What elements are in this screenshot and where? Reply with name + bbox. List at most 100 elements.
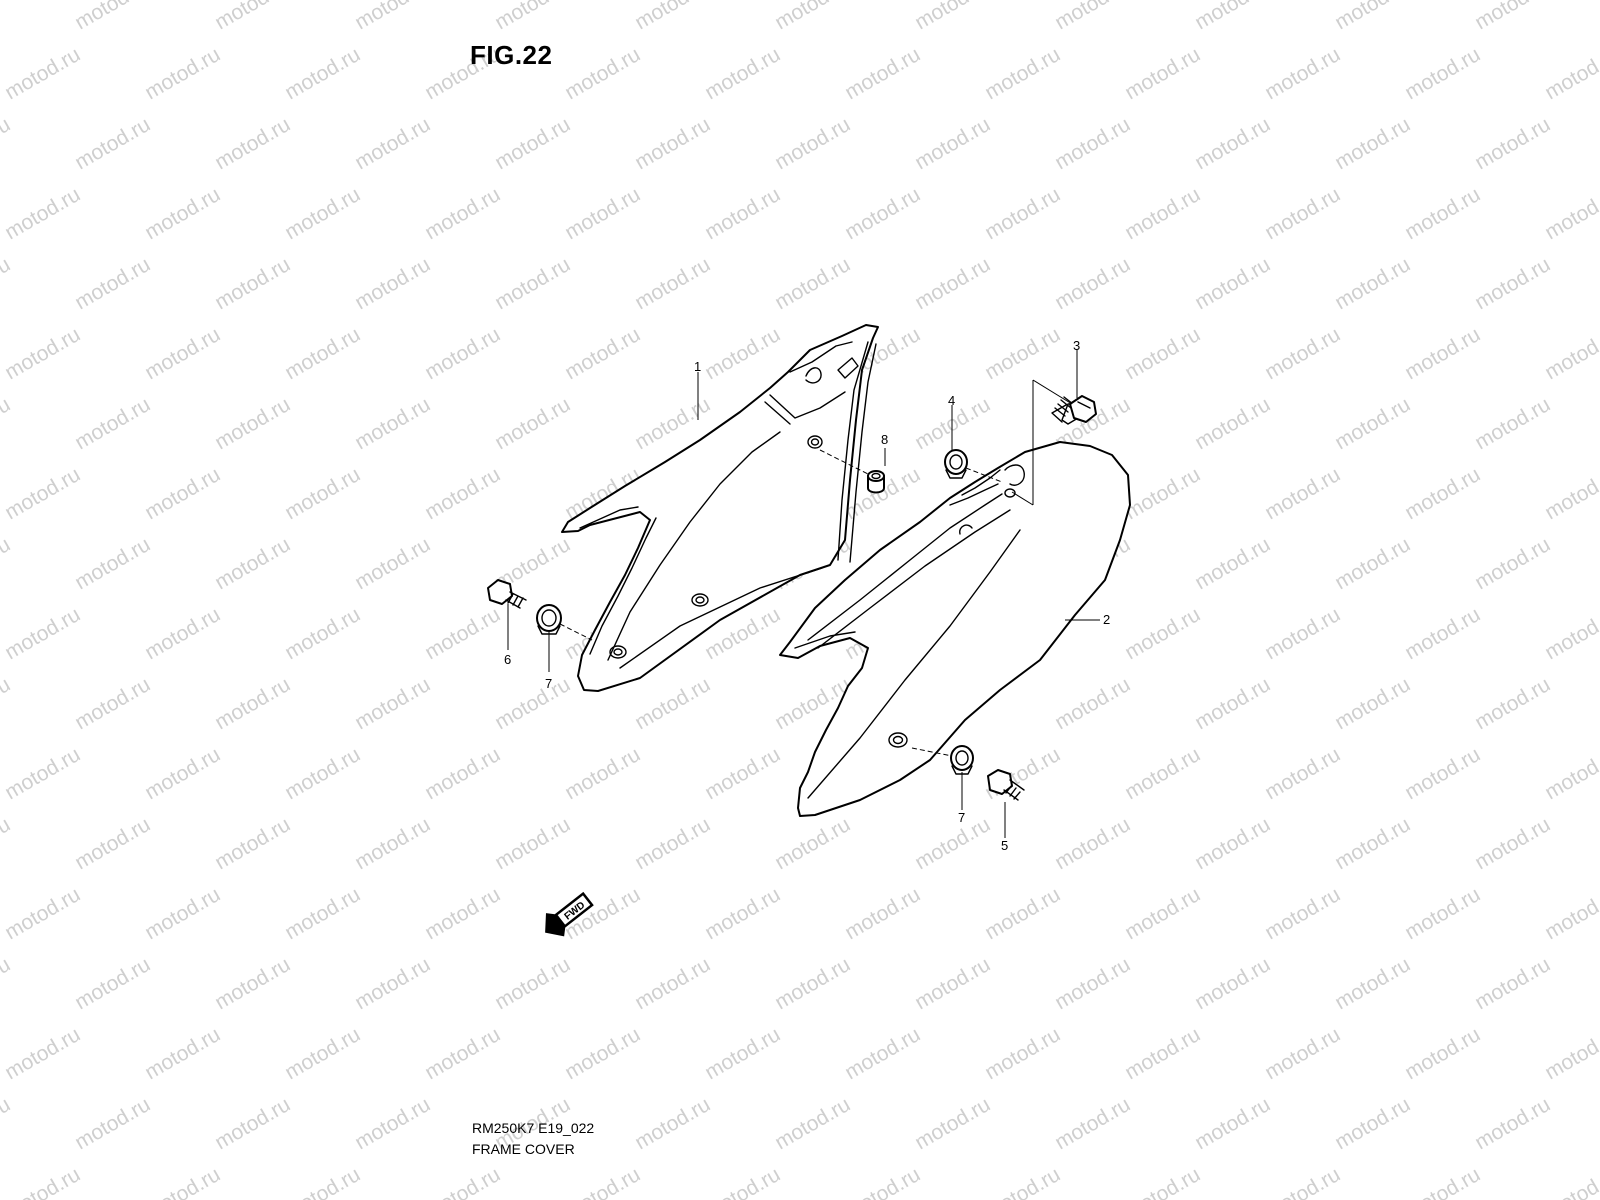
watermark-text: motod.ru xyxy=(771,813,854,874)
watermark-text: motod.ru xyxy=(1121,463,1204,524)
watermark-text: motod.ru xyxy=(1471,113,1554,174)
watermark-text: motod.ru xyxy=(1121,323,1204,384)
watermark-text: motod.ru xyxy=(141,323,224,384)
watermark-text: motod.ru xyxy=(141,603,224,664)
watermark-text: motod.ru xyxy=(1471,673,1554,734)
watermark-text: motod.ru xyxy=(1401,183,1484,244)
watermark-text: motod.ru xyxy=(841,1023,924,1084)
watermark-text: motod.ru xyxy=(1331,1093,1414,1154)
watermark-text: motod.ru xyxy=(0,673,14,734)
part-4-grommet xyxy=(944,449,968,479)
part-2-right-side-cover xyxy=(779,441,1131,817)
watermark-text: motod.ru xyxy=(1261,1163,1344,1200)
watermark-text: motod.ru xyxy=(491,0,574,34)
watermark-text: motod.ru xyxy=(351,113,434,174)
watermark-text: motod.ru xyxy=(1,323,84,384)
watermark-text: motod.ru xyxy=(491,393,574,454)
watermark-text: motod.ru xyxy=(981,1023,1064,1084)
watermark-text: motod.ru xyxy=(211,0,294,34)
watermark-text: motod.ru xyxy=(1401,1023,1484,1084)
watermark-text: motod.ru xyxy=(351,533,434,594)
watermark-text: motod.ru xyxy=(1191,533,1274,594)
watermark-text: motod.ru xyxy=(0,393,14,454)
callout-3: 3 xyxy=(1073,338,1080,353)
watermark-text: motod.ru xyxy=(1,1023,84,1084)
watermark-text: motod.ru xyxy=(71,673,154,734)
watermark-text: motod.ru xyxy=(71,113,154,174)
watermark-text: motod.ru xyxy=(351,813,434,874)
watermark-text: motod.ru xyxy=(1121,1163,1204,1200)
watermark-text: motod.ru xyxy=(71,813,154,874)
watermark-text: motod.ru xyxy=(631,0,714,34)
watermark-text: motod.ru xyxy=(1471,953,1554,1014)
watermark-text: motod.ru xyxy=(141,883,224,944)
watermark-text: motod.ru xyxy=(1261,43,1344,104)
callout-2: 2 xyxy=(1103,612,1110,627)
watermark-text: motod.ru xyxy=(1401,603,1484,664)
assembly-lines xyxy=(559,379,1073,757)
watermark-text: motod.ru xyxy=(1051,813,1134,874)
watermark-text: motod.ru xyxy=(71,533,154,594)
watermark-text: motod.ru xyxy=(1191,0,1274,34)
watermark-text: motod.ru xyxy=(1331,953,1414,1014)
watermark-text: motod.ru xyxy=(1261,743,1344,804)
watermark-text: motod.ru xyxy=(211,813,294,874)
watermark-text: motod.ru xyxy=(141,43,224,104)
part-6-bolt xyxy=(487,579,527,609)
watermark-text: motod.ru xyxy=(911,813,994,874)
watermark-text: motod.ru xyxy=(491,253,574,314)
part-5-bolt xyxy=(987,769,1025,801)
watermark-text: motod.ru xyxy=(351,1093,434,1154)
part-3-bolt xyxy=(1051,395,1097,425)
watermark-text: motod.ru xyxy=(71,953,154,1014)
watermark-text: motod.ru xyxy=(1331,813,1414,874)
part-8-collar xyxy=(867,470,885,494)
watermark-text: motod.ru xyxy=(1331,393,1414,454)
watermark-text: motod.ru xyxy=(981,323,1064,384)
watermark-text: motod.ru xyxy=(1191,813,1274,874)
watermark-text: motod.ru xyxy=(211,953,294,1014)
watermark-text: motod.ru xyxy=(1191,953,1274,1014)
watermark-text: motod.ru xyxy=(1541,323,1600,384)
watermark-text: motod.ru xyxy=(281,183,364,244)
watermark-text: motod.ru xyxy=(701,183,784,244)
leader-lines xyxy=(507,350,1100,838)
watermark-text: motod.ru xyxy=(701,323,784,384)
watermark-text: motod.ru xyxy=(1,183,84,244)
watermark-text: motod.ru xyxy=(1401,43,1484,104)
watermark-text: motod.ru xyxy=(911,1093,994,1154)
watermark-text: motod.ru xyxy=(1,1163,84,1200)
watermark-text: motod.ru xyxy=(211,1093,294,1154)
watermark-text: motod.ru xyxy=(771,1093,854,1154)
watermark-text: motod.ru xyxy=(1331,0,1414,34)
watermark-text: motod.ru xyxy=(71,393,154,454)
watermark-text: motod.ru xyxy=(1401,1163,1484,1200)
watermark-text: motod.ru xyxy=(561,183,644,244)
watermark-text: motod.ru xyxy=(771,113,854,174)
watermark-text: motod.ru xyxy=(491,813,574,874)
watermark-text: motod.ru xyxy=(1471,393,1554,454)
watermark-text: motod.ru xyxy=(0,953,14,1014)
watermark-text: motod.ru xyxy=(0,113,14,174)
watermark-text: motod.ru xyxy=(1191,673,1274,734)
watermark-text: motod.ru xyxy=(1261,1023,1344,1084)
watermark-text: motod.ru xyxy=(351,253,434,314)
watermark-text: motod.ru xyxy=(701,743,784,804)
watermark-text: motod.ru xyxy=(911,113,994,174)
watermark-text: motod.ru xyxy=(1541,883,1600,944)
watermark-text: motod.ru xyxy=(1121,883,1204,944)
watermark-text: motod.ru xyxy=(1401,883,1484,944)
watermark-text: motod.ru xyxy=(1,43,84,104)
watermark-text: motod.ru xyxy=(911,253,994,314)
watermark-text: motod.ru xyxy=(981,1163,1064,1200)
watermark-text: motod.ru xyxy=(71,253,154,314)
watermark-text: motod.ru xyxy=(281,323,364,384)
watermark-text: motod.ru xyxy=(141,463,224,524)
watermark-text: motod.ru xyxy=(421,883,504,944)
watermark-text: motod.ru xyxy=(211,113,294,174)
watermark-text: motod.ru xyxy=(701,883,784,944)
watermark-text: motod.ru xyxy=(771,253,854,314)
figure-code: RM250K7 E19_022 xyxy=(472,1120,595,1136)
part-1-left-frame-cover xyxy=(561,324,879,692)
callout-8: 8 xyxy=(881,432,888,447)
